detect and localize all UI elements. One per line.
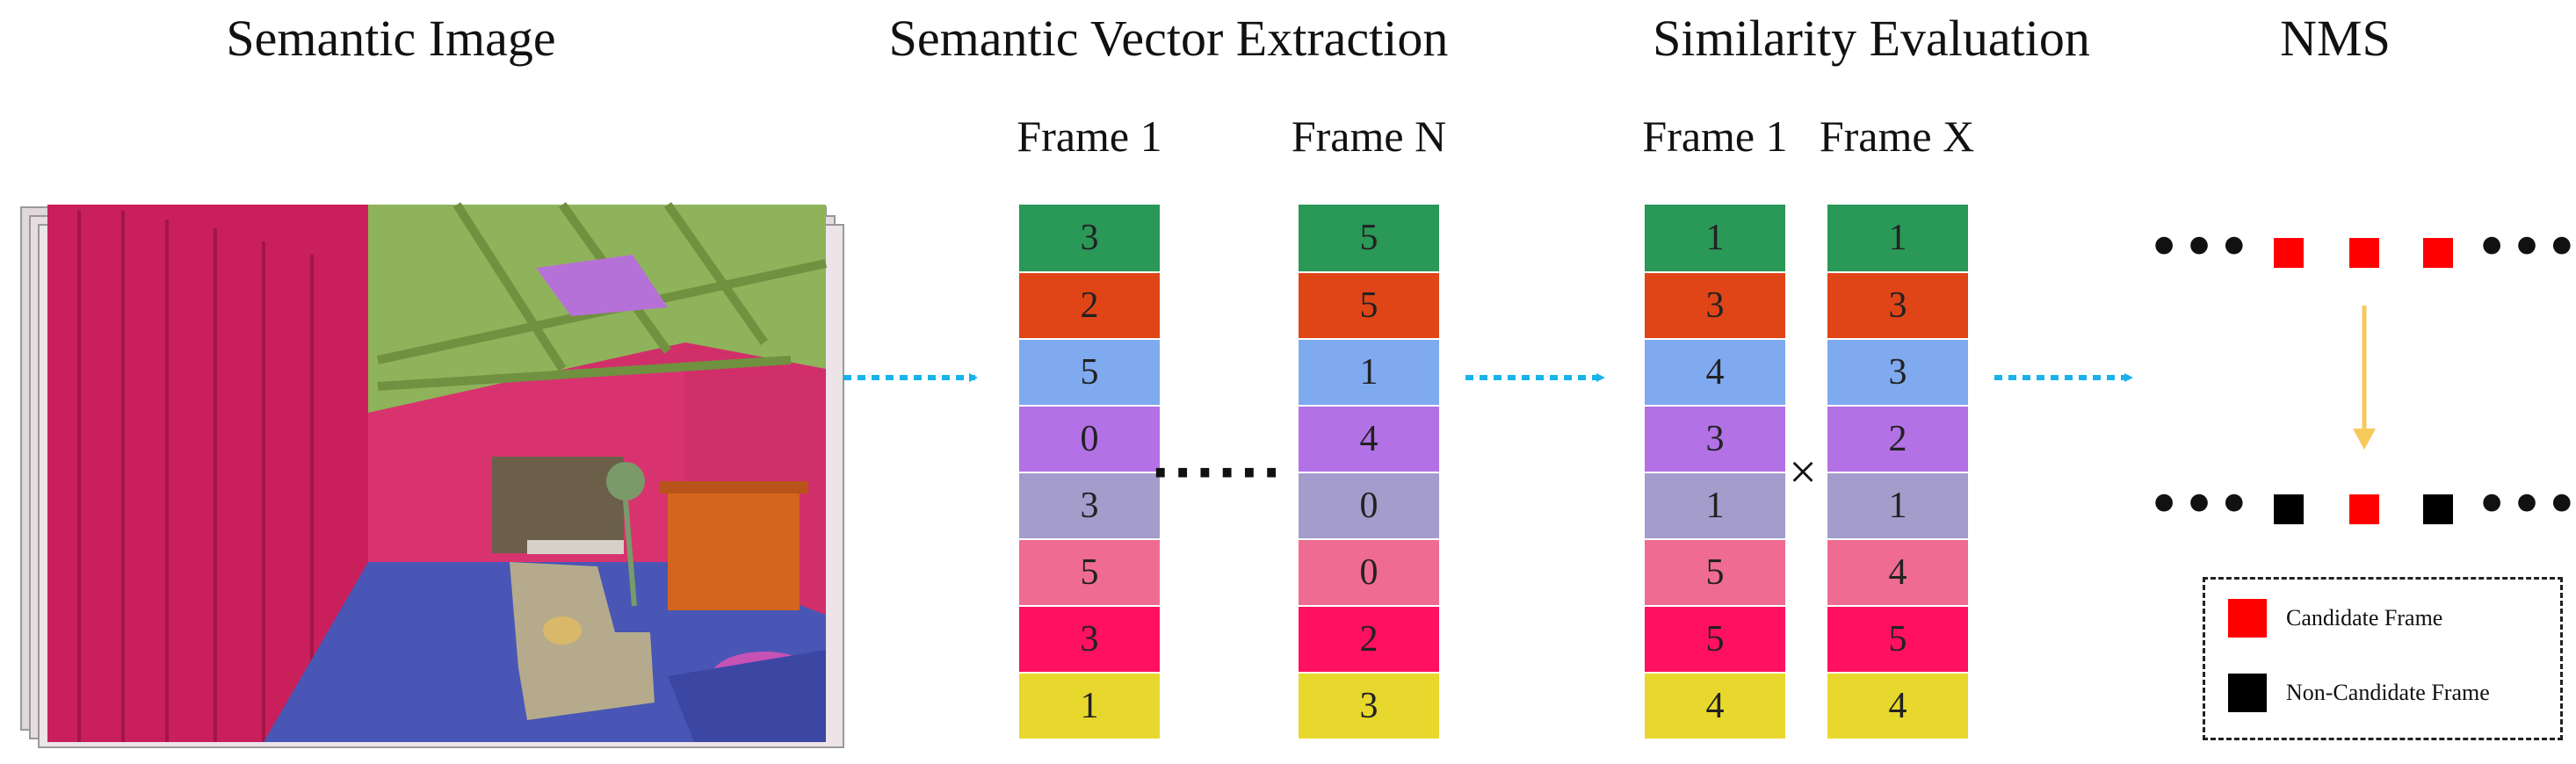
vector-cell: 0 — [1299, 538, 1439, 605]
nms-non-candidate-square — [2423, 494, 2453, 524]
vector-cell: 4 — [1827, 538, 1968, 605]
vector-cell: 3 — [1827, 271, 1968, 338]
label-frame-1: Frame 1 — [1017, 112, 1162, 161]
vector-cell: 1 — [1645, 472, 1785, 538]
title-semantic-vector-extraction: Semantic Vector Extraction — [888, 10, 1449, 67]
legend-candidate-swatch — [2228, 599, 2267, 638]
vector-cell: 4 — [1645, 338, 1785, 405]
vector-cell: 5 — [1019, 338, 1160, 405]
vector-cell: 3 — [1019, 472, 1160, 538]
nms-dots-top-right: ••• — [2476, 219, 2576, 277]
vector-cell: 3 — [1645, 405, 1785, 472]
ellipsis-between-frames: ...... — [1151, 432, 1284, 490]
vector-cell: 3 — [1019, 605, 1160, 672]
vector-cell: 3 — [1645, 271, 1785, 338]
vector-cell: 3 — [1019, 205, 1160, 271]
vector-cell: 2 — [1019, 271, 1160, 338]
vector-cell: 5 — [1019, 538, 1160, 605]
vector-cell: 5 — [1299, 271, 1439, 338]
vector-cell: 3 — [1299, 672, 1439, 739]
legend-non-candidate-label: Non-Candidate Frame — [2286, 680, 2490, 705]
multiply-symbol: × — [1789, 445, 1817, 500]
vector-cell: 5 — [1645, 605, 1785, 672]
nms-non-candidate-square — [2274, 494, 2304, 524]
label-sim-frame-1: Frame 1 — [1642, 112, 1788, 161]
vector-cell: 4 — [1299, 405, 1439, 472]
nms-candidate-square — [2423, 238, 2453, 268]
legend-candidate-label: Candidate Frame — [2286, 605, 2443, 631]
nms-candidate-square — [2349, 238, 2379, 268]
vector-cell: 1 — [1827, 205, 1968, 271]
vector-cell: 4 — [1645, 672, 1785, 739]
vector-cell: 1 — [1827, 472, 1968, 538]
nms-down-arrow — [2353, 306, 2376, 450]
nms-candidate-square — [2274, 238, 2304, 268]
nms-dots-bottom-left: ••• — [2148, 476, 2254, 534]
nms-dots-top-left: ••• — [2148, 219, 2254, 277]
vector-cell: 4 — [1827, 672, 1968, 739]
vector-cell: 2 — [1827, 405, 1968, 472]
label-frame-n: Frame N — [1291, 112, 1447, 161]
vector-cell: 2 — [1299, 605, 1439, 672]
title-similarity-evaluation: Similarity Evaluation — [1653, 10, 2090, 67]
vector-cell: 1 — [1019, 672, 1160, 739]
title-nms: NMS — [2280, 10, 2391, 67]
legend-candidate: Candidate Frame — [2228, 599, 2442, 638]
vector-cell: 5 — [1827, 605, 1968, 672]
nms-candidate-square — [2349, 494, 2379, 524]
legend-non-candidate: Non-Candidate Frame — [2228, 674, 2490, 712]
vector-cell: 3 — [1827, 338, 1968, 405]
vector-cell: 0 — [1299, 472, 1439, 538]
nms-dots-bottom-right: ••• — [2476, 476, 2576, 534]
vector-cell: 1 — [1645, 205, 1785, 271]
vector-cell: 1 — [1299, 338, 1439, 405]
label-sim-frame-x: Frame X — [1819, 112, 1975, 161]
vector-cell: 5 — [1299, 205, 1439, 271]
semantic-image — [47, 202, 828, 742]
legend-non-candidate-swatch — [2228, 674, 2267, 712]
vector-cell: 0 — [1019, 405, 1160, 472]
legend-box: Candidate Frame Non-Candidate Frame — [2203, 577, 2563, 740]
title-semantic-image: Semantic Image — [226, 10, 556, 67]
vector-cell: 5 — [1645, 538, 1785, 605]
